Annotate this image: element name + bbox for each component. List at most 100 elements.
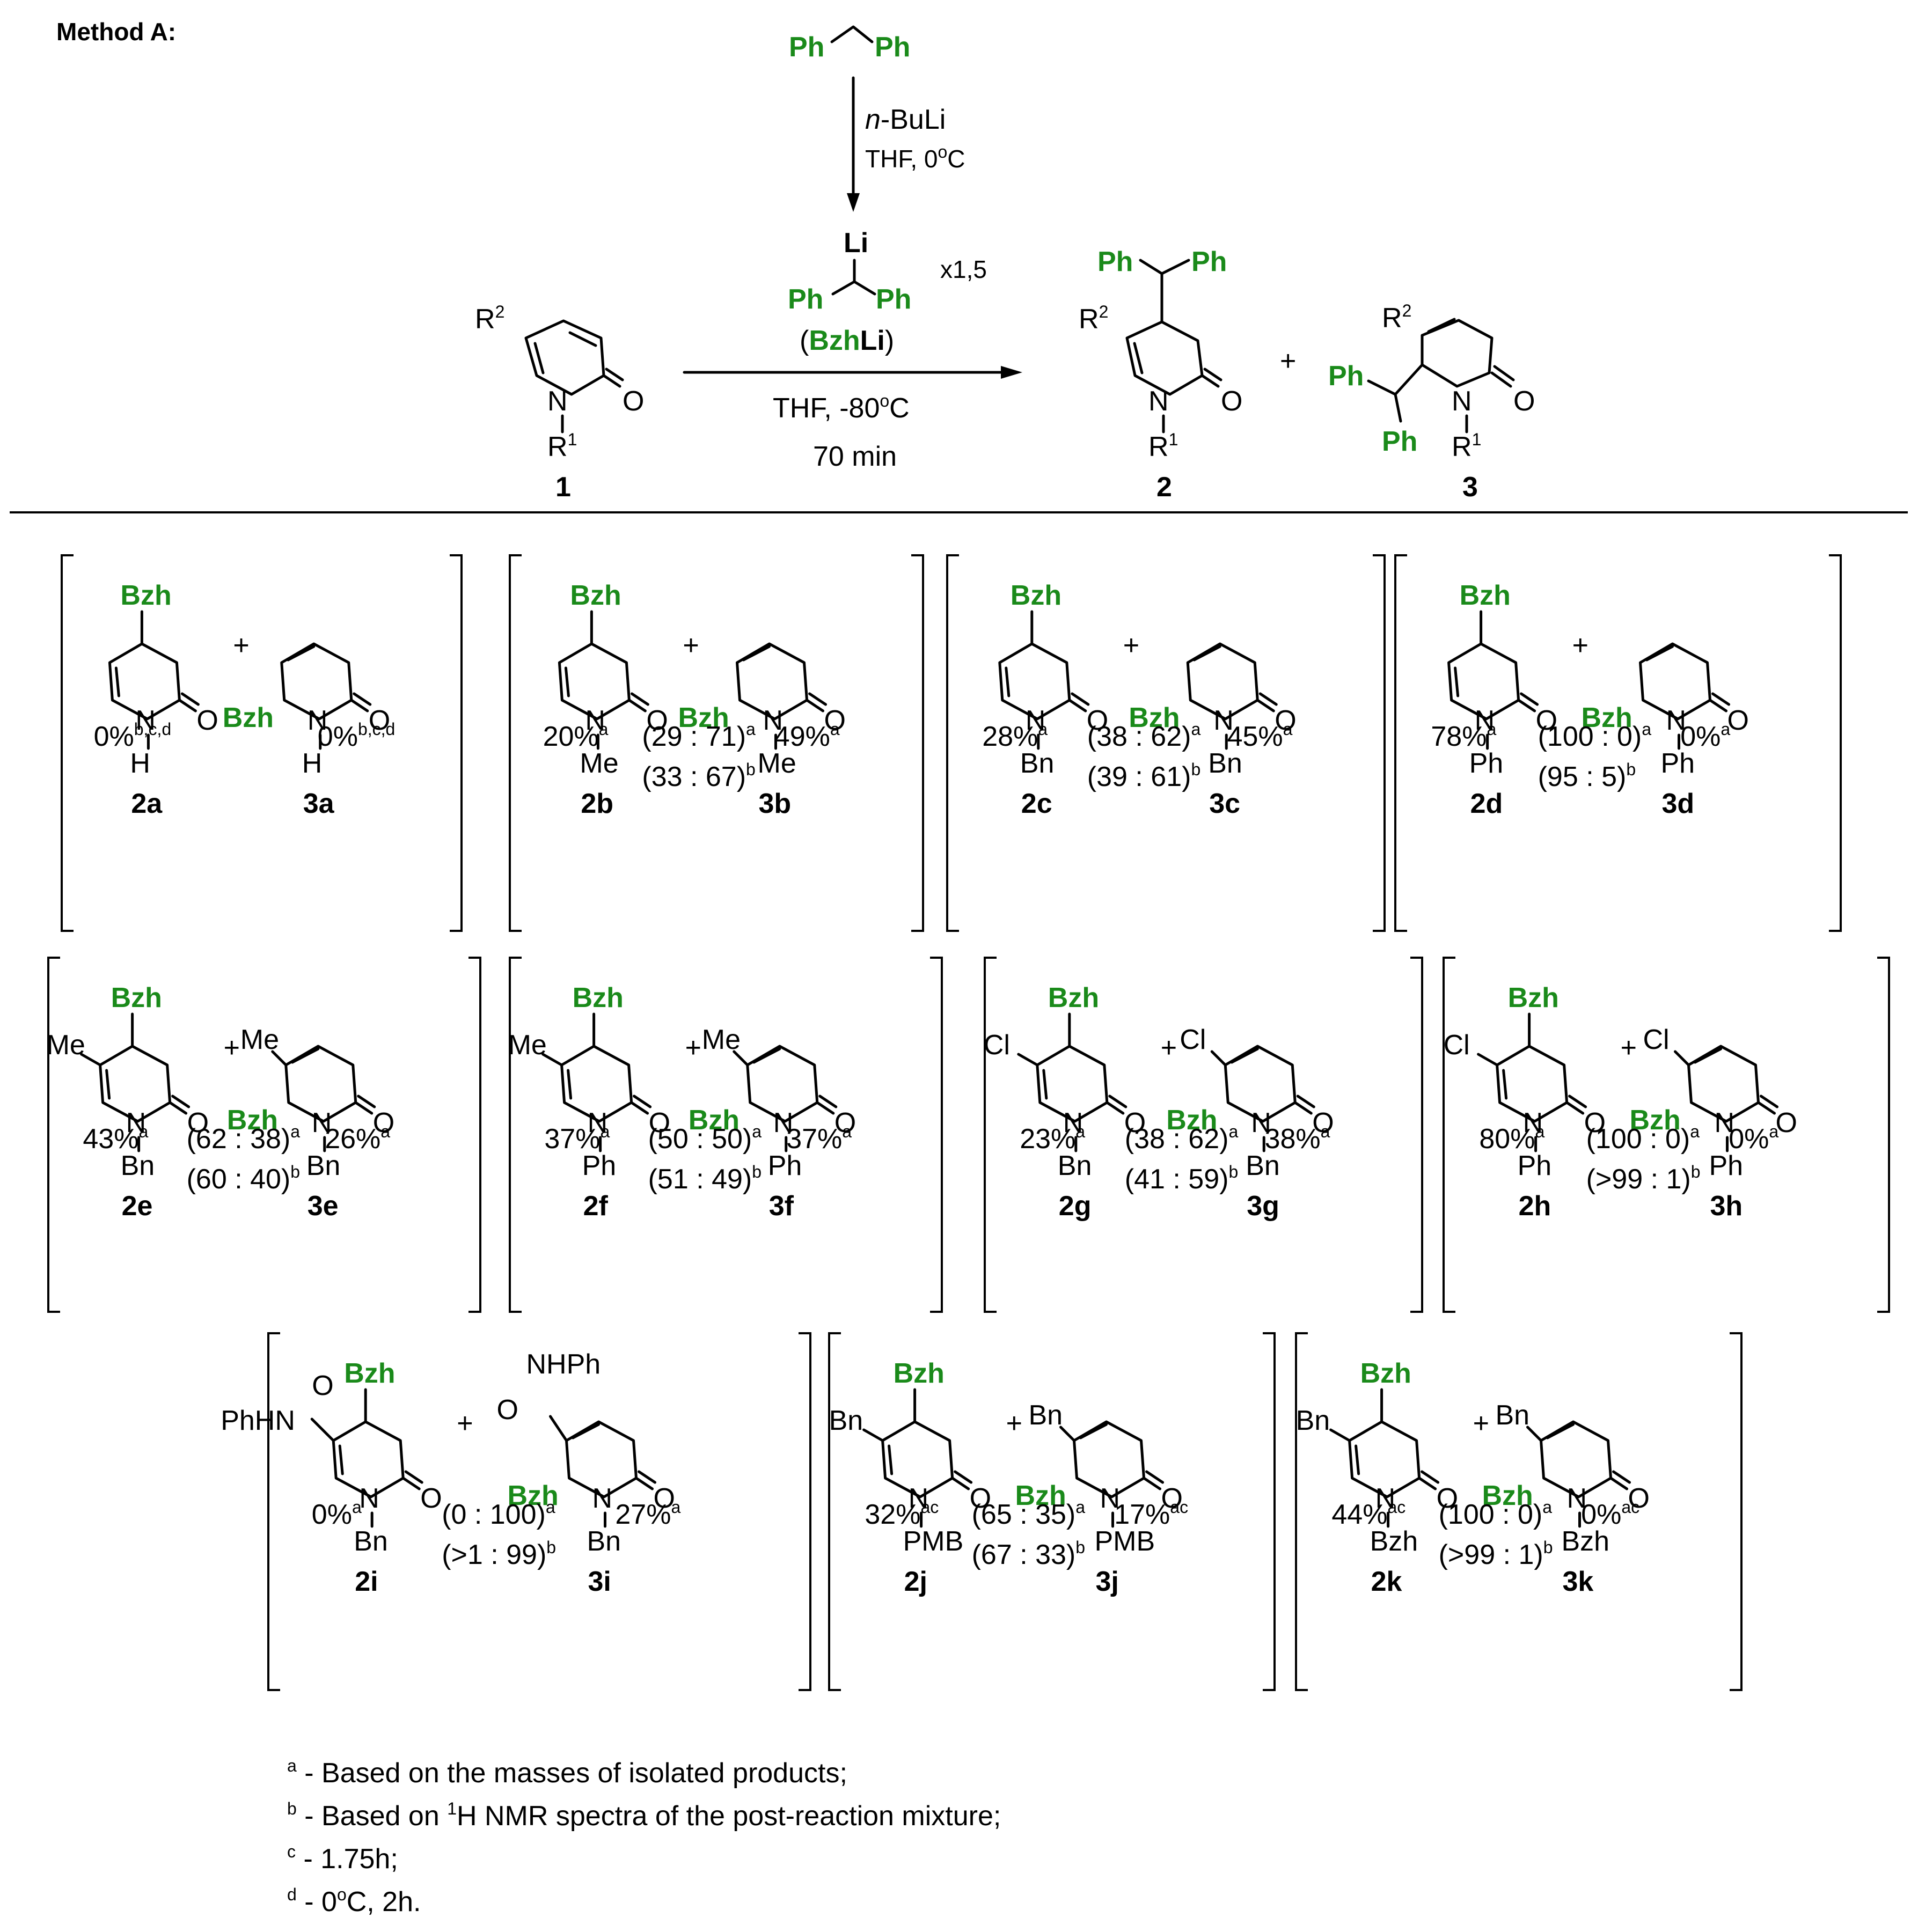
bzh-3: Bzh [1582, 702, 1633, 733]
co-2b [1520, 692, 1539, 706]
o-3: O [369, 705, 390, 736]
p3-ph-bottom: Ph [1382, 426, 1417, 457]
o-3: O [1312, 1107, 1334, 1138]
bzh-2: Bzh [111, 982, 162, 1013]
r5-2: Cl [984, 1030, 1010, 1061]
bracket-left [1394, 554, 1407, 932]
bzh-3: Bzh [227, 1105, 278, 1136]
co-2a [1565, 1101, 1585, 1115]
yield-3b: 49%a [774, 719, 840, 752]
ratio-a-9: (65 : 35)a [972, 1497, 1086, 1530]
n-2: N [1475, 705, 1495, 736]
o-2: O [1124, 1107, 1146, 1138]
o-3: O [1776, 1107, 1797, 1138]
yield-3f: 37%a [786, 1122, 852, 1155]
co-2b [954, 1470, 973, 1484]
co-3b [1296, 1094, 1315, 1108]
o-2: O [187, 1107, 209, 1138]
ratio-b-3: (95 : 5)b [1538, 760, 1636, 792]
n-sub-3: Bn [306, 1150, 341, 1181]
bracket-left [509, 554, 522, 932]
o-2: O [1087, 705, 1108, 736]
ratio-b-2: (39 : 61)b [1087, 760, 1200, 792]
bracket-right [1373, 554, 1386, 932]
bzh-2: Bzh [344, 1358, 395, 1389]
o-3: O [1727, 705, 1749, 736]
ratio-a-1: (29 : 71)a [642, 719, 756, 752]
p3-o: O [1513, 386, 1535, 417]
o-2: O [970, 1483, 991, 1514]
co-3b [353, 692, 372, 706]
n-3: N [308, 705, 328, 736]
r5-3: Me [240, 1024, 279, 1055]
footnote-b: b - Based on 1H NMR spectra of the post-… [287, 1799, 1001, 1832]
co-3b [1612, 1470, 1631, 1484]
r5-3: Me [702, 1024, 741, 1055]
co-2a [178, 699, 197, 712]
sm-n: N [547, 386, 568, 417]
ratio-b-5: (51 : 49)b [648, 1162, 762, 1195]
co-2b [630, 692, 649, 706]
footnote-d: d - 0oC, 2h. [287, 1885, 421, 1918]
db-2 [1042, 1069, 1048, 1100]
db-3 [1645, 645, 1674, 662]
ratio-a-5: (50 : 50)a [648, 1122, 762, 1155]
label-2k: 2k [1371, 1566, 1402, 1597]
bzh-3: Bzh [1630, 1105, 1681, 1136]
r5-bond-3 [271, 1050, 288, 1067]
bracket-left [47, 957, 60, 1313]
diphenylmethane: Ph Ph [789, 25, 910, 63]
db-3 [742, 645, 771, 662]
bzhli-ph-right: Ph [876, 284, 911, 315]
db-3 [1230, 1047, 1259, 1064]
r5-2: Me [508, 1030, 547, 1061]
horizontal-arrow [683, 366, 1022, 379]
bzh-3: Bzh [1015, 1480, 1066, 1511]
co-3a [1143, 1476, 1161, 1490]
label-2b: 2b [581, 788, 613, 819]
plus-5: + [685, 1032, 701, 1063]
bracket-left [509, 957, 522, 1313]
label-3j: 3j [1096, 1566, 1119, 1597]
db-2 [105, 1069, 111, 1100]
bracket-left [828, 1332, 841, 1691]
co-3a [1609, 1476, 1628, 1490]
n-sub-2: Ph [582, 1150, 617, 1181]
co-2b [404, 1470, 423, 1484]
n-3: N [1715, 1107, 1735, 1138]
label-2h: 2h [1519, 1191, 1551, 1222]
co-3a [806, 699, 824, 712]
label-2a: 2a [131, 788, 163, 819]
label-2f: 2f [583, 1191, 609, 1222]
yield-2b: 20%a [543, 719, 609, 752]
yield-3g: 38%a [1265, 1122, 1330, 1155]
p2-ph-right: Ph [1191, 246, 1227, 277]
plus-9: + [1006, 1408, 1022, 1439]
label-2i: 2i [355, 1566, 378, 1597]
sm-r1: R1 [547, 430, 577, 462]
bracket-right [911, 554, 924, 932]
label-3e: 3e [308, 1191, 339, 1222]
o-2: O [196, 705, 218, 736]
bracket-left [61, 554, 74, 932]
label-3d: 3d [1662, 788, 1695, 819]
label-3g: 3g [1247, 1191, 1279, 1222]
n-sub-3: Bn [1246, 1150, 1280, 1181]
bzhli: Li Ph Ph (BzhLi) x1,5 [788, 227, 987, 356]
plus-1: + [683, 630, 699, 661]
n-sub-3: Ph [768, 1150, 802, 1181]
o-3: O [1275, 705, 1296, 736]
ratio-b-1: (33 : 67)b [642, 760, 755, 792]
n-2: N [135, 705, 156, 736]
bracket-right [1829, 554, 1842, 932]
amide-nh-2: PhHN [221, 1405, 295, 1436]
co-2b [180, 692, 200, 706]
plus-6: + [1161, 1032, 1177, 1063]
r5-3: Cl [1180, 1024, 1206, 1055]
ph-right: Ph [875, 32, 910, 63]
p2-o: O [1221, 386, 1242, 417]
db-2 [1454, 666, 1460, 697]
bzh-3: Bzh [508, 1480, 559, 1511]
